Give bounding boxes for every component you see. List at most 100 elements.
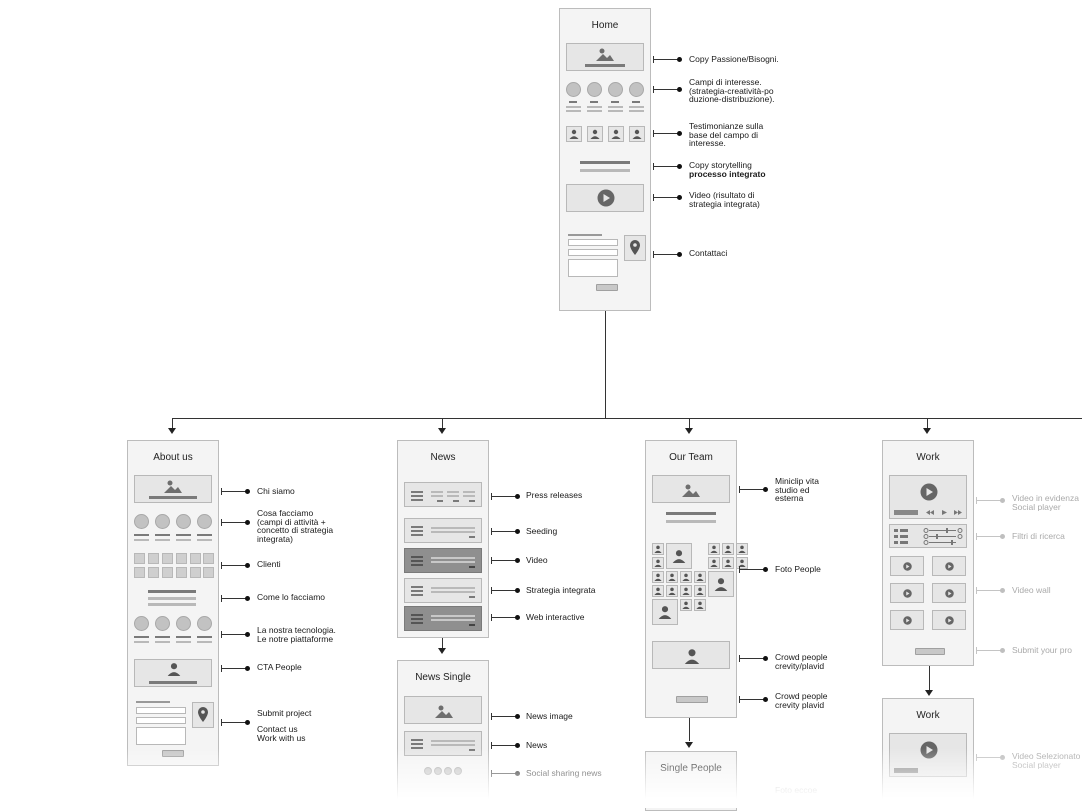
player-progress[interactable] <box>894 510 918 515</box>
play-icon[interactable] <box>597 189 615 207</box>
map-pin-icon <box>630 240 640 255</box>
video-thumbnail[interactable] <box>932 610 966 630</box>
strategy-block[interactable] <box>404 578 482 603</box>
circle-text <box>587 106 602 108</box>
people-photo[interactable] <box>736 543 748 555</box>
person-icon <box>724 545 732 553</box>
about-annotation-7: Submit project <box>257 708 312 718</box>
share-button[interactable] <box>424 767 432 775</box>
more-link <box>469 596 475 598</box>
map-box <box>624 235 646 261</box>
client-logo <box>190 567 201 578</box>
video-thumbnail[interactable] <box>890 610 924 630</box>
player-controls-icon[interactable] <box>926 509 962 516</box>
client-logo <box>148 567 159 578</box>
submit-project-button[interactable] <box>162 750 184 757</box>
submit-button[interactable] <box>596 284 618 291</box>
email-field[interactable] <box>568 249 618 256</box>
featured-video-player[interactable] <box>889 475 967 519</box>
work-annotation-pointer <box>976 497 1005 504</box>
activity-circle <box>134 514 149 529</box>
about-annotation-1: Chi siamo <box>257 486 295 496</box>
share-button[interactable] <box>434 767 442 775</box>
share-button[interactable] <box>444 767 452 775</box>
message-field[interactable] <box>568 259 618 277</box>
video-block[interactable] <box>404 548 482 573</box>
news-annotation-pointer <box>491 528 520 535</box>
home-annotation-3: Testimonianze sulla base del campo di in… <box>689 121 764 149</box>
people-photo[interactable] <box>652 543 664 555</box>
person-icon <box>569 129 579 139</box>
how-bar <box>148 603 196 606</box>
about-annotation-8: Contact us Work with us <box>257 724 306 743</box>
image-icon <box>164 480 182 493</box>
people-photo[interactable] <box>680 585 692 597</box>
share-button[interactable] <box>454 767 462 775</box>
player-progress[interactable] <box>894 768 918 773</box>
selected-video-player[interactable] <box>889 733 967 777</box>
people-photo[interactable] <box>652 571 664 583</box>
people-photo[interactable] <box>666 571 678 583</box>
play-icon[interactable] <box>920 483 938 501</box>
press-releases-block[interactable] <box>404 482 482 507</box>
work-title: Work <box>916 452 940 463</box>
col-cta <box>437 500 443 502</box>
cta-people-box[interactable] <box>134 659 212 687</box>
tech-circle <box>134 616 149 631</box>
text-line <box>431 527 475 529</box>
people-photo[interactable] <box>708 543 720 555</box>
filters-icon[interactable] <box>894 528 964 546</box>
people-photo[interactable] <box>666 543 692 569</box>
people-photo[interactable] <box>680 571 692 583</box>
search-filters[interactable] <box>889 524 967 548</box>
project-name-field[interactable] <box>136 707 186 714</box>
person-icon <box>682 573 690 581</box>
image-icon <box>435 705 453 718</box>
person-icon <box>696 587 704 595</box>
people-photo[interactable] <box>722 557 734 569</box>
people-photo[interactable] <box>652 599 678 625</box>
crowd-people-box[interactable] <box>652 641 730 669</box>
about-annotation-4: Come lo facciamo <box>257 592 326 602</box>
person-icon <box>710 545 718 553</box>
people-photo[interactable] <box>694 571 706 583</box>
project-email-field[interactable] <box>136 717 186 724</box>
work-connector <box>927 418 928 430</box>
circle-text <box>566 110 581 112</box>
person-icon <box>668 573 676 581</box>
video-thumbnail[interactable] <box>890 583 924 603</box>
work-annotation-4: Submit your pro <box>1012 646 1072 655</box>
people-photo[interactable] <box>652 557 664 569</box>
project-message-field[interactable] <box>136 727 186 745</box>
people-photo[interactable] <box>722 543 734 555</box>
video-thumbnail[interactable] <box>932 556 966 576</box>
people-photo[interactable] <box>652 585 664 597</box>
home-frame: Home <box>559 8 651 311</box>
client-logo <box>162 567 173 578</box>
people-photo[interactable] <box>694 585 706 597</box>
seeding-block[interactable] <box>404 518 482 543</box>
web-interactive-block[interactable] <box>404 606 482 631</box>
list-line <box>411 495 423 497</box>
video-thumbnail[interactable] <box>932 583 966 603</box>
people-photo[interactable] <box>708 571 734 597</box>
tech-circle <box>155 616 170 631</box>
people-photo[interactable] <box>694 599 706 611</box>
submit-your-project-button[interactable] <box>915 648 945 655</box>
name-field[interactable] <box>568 239 618 246</box>
team-annotation-1: Miniclip vita studio ed esterna <box>775 476 819 504</box>
play-icon[interactable] <box>920 741 938 759</box>
crowd-people-button[interactable] <box>676 696 708 703</box>
people-photo[interactable] <box>708 557 720 569</box>
team-annotation-pointer <box>739 566 768 573</box>
play-icon <box>945 562 954 571</box>
team-annotation-pointer <box>739 486 768 493</box>
branch-line <box>172 418 1082 419</box>
video-thumbnail[interactable] <box>890 556 924 576</box>
interest-circle <box>629 82 644 97</box>
people-photo[interactable] <box>666 585 678 597</box>
news-annotation-5: Web interactive <box>526 612 585 622</box>
about-connector <box>172 418 173 430</box>
people-photo[interactable] <box>736 557 748 569</box>
people-photo[interactable] <box>680 599 692 611</box>
